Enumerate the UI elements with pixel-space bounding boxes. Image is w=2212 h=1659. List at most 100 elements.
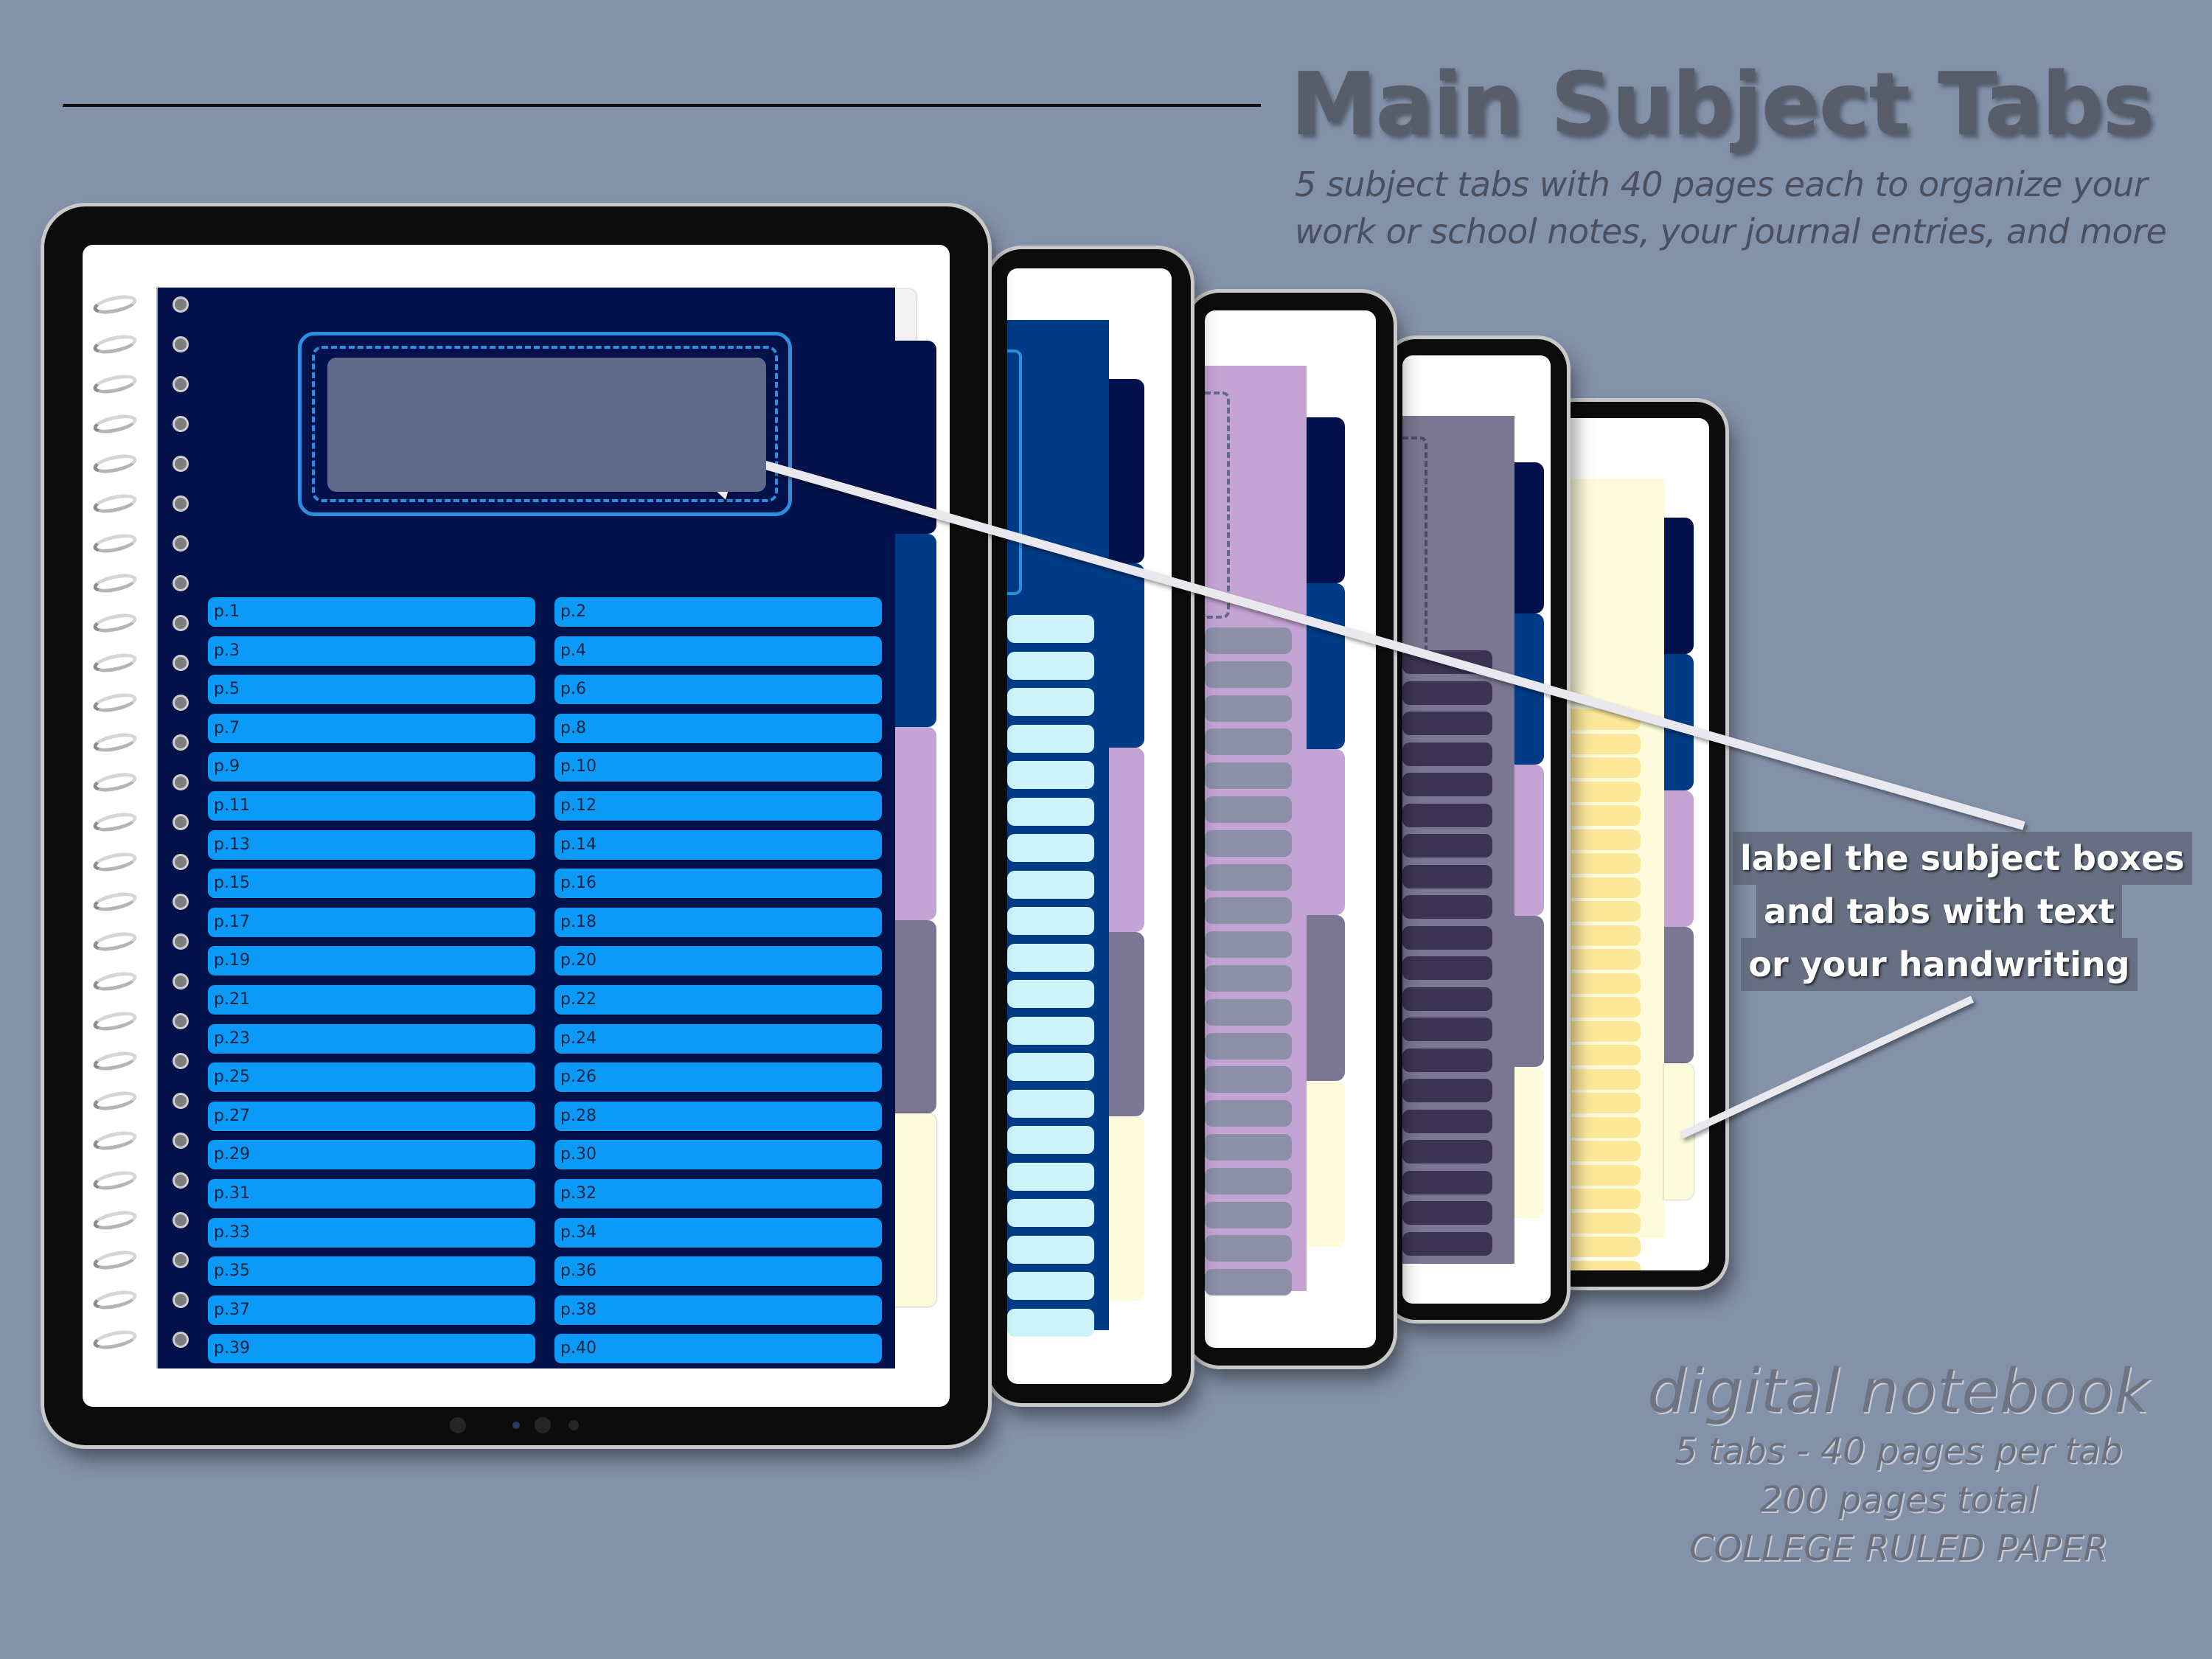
tab-3[interactable] [1664,790,1694,927]
tab-1[interactable] [894,341,936,534]
page-link-button[interactable]: p.19 [208,946,535,976]
page-link-button[interactable] [1402,681,1492,705]
page-link-button[interactable] [1007,724,1094,753]
page-link-button[interactable] [1205,931,1292,959]
page-link-button[interactable] [1205,762,1292,790]
page-link-button[interactable]: p.37 [208,1295,535,1325]
page-link-button[interactable]: p.24 [554,1023,882,1054]
page-link-button[interactable] [1007,980,1094,1008]
page-link-button[interactable] [1561,925,1641,946]
page-link-button[interactable] [1561,1260,1641,1270]
page-link-button[interactable]: p.12 [554,791,882,821]
page-link-button[interactable]: p.38 [554,1295,882,1325]
page-link-button[interactable] [1561,973,1641,994]
page-link-button[interactable] [1561,877,1641,898]
page-link-button[interactable] [1205,695,1292,722]
page-link-button[interactable]: p.27 [208,1101,535,1131]
page-link-button[interactable] [1205,1066,1292,1093]
tab-4[interactable] [894,920,936,1113]
tab-1[interactable] [1307,417,1345,583]
page-link-button[interactable] [1402,1170,1492,1194]
page-link-button[interactable] [1007,1126,1094,1154]
page-link-button[interactable] [1007,688,1094,716]
page-link-button[interactable] [1561,1020,1641,1042]
page-link-button[interactable] [1007,1089,1094,1118]
page-link-button[interactable] [1402,834,1492,858]
page-link-button[interactable]: p.6 [554,675,882,705]
page-link-button[interactable] [1561,997,1641,1018]
page-link-button[interactable] [1007,651,1094,680]
page-link-button[interactable] [1402,895,1492,919]
page-link-button[interactable]: p.29 [208,1140,535,1170]
page-link-button[interactable] [1402,1201,1492,1225]
page-link-button[interactable] [1561,1189,1641,1209]
tab-5[interactable] [1664,1063,1694,1200]
page-link-button[interactable] [1402,742,1492,766]
page-link-button[interactable]: p.2 [554,597,882,627]
page-link-button[interactable] [1205,965,1292,992]
page-link-button[interactable]: p.4 [554,636,882,666]
page-link-button[interactable] [1561,949,1641,970]
tab-5[interactable] [1514,1067,1544,1218]
page-link-button[interactable] [1402,1079,1492,1102]
page-link-button[interactable] [1205,661,1292,688]
page-link-button[interactable] [1561,757,1641,778]
tab-4[interactable] [1514,916,1544,1067]
tab-1[interactable] [1514,462,1544,613]
page-link-button[interactable] [1205,897,1292,925]
tab-4[interactable] [1307,915,1345,1081]
page-link-button[interactable] [1205,863,1292,891]
page-link-button[interactable] [1402,925,1492,950]
page-link-button[interactable] [1007,615,1094,643]
page-link-button[interactable] [1402,1048,1492,1072]
page-link-button[interactable] [1402,1109,1492,1133]
page-link-button[interactable]: p.7 [208,713,535,743]
page-link-button[interactable]: p.3 [208,636,535,666]
page-link-button[interactable] [1205,1167,1292,1194]
page-link-button[interactable] [1205,728,1292,756]
subject-label-box[interactable] [298,332,792,516]
page-link-button[interactable]: p.5 [208,675,535,705]
page-link-button[interactable] [1205,627,1292,654]
page-link-button[interactable]: p.36 [554,1256,882,1287]
page-link-button[interactable] [1007,1053,1094,1081]
tab-3[interactable] [1109,748,1144,932]
page-link-button[interactable]: p.39 [208,1334,535,1364]
tab-3[interactable] [894,727,936,920]
tab-2[interactable] [1664,654,1694,790]
tab-5[interactable] [894,1113,936,1307]
tab-4[interactable] [1109,932,1144,1116]
page-link-button[interactable] [1007,1162,1094,1191]
page-link-button[interactable]: p.1 [208,597,535,627]
page-link-button[interactable] [1205,1269,1292,1296]
page-link-button[interactable]: p.40 [554,1334,882,1364]
page-link-button[interactable]: p.15 [208,869,535,899]
page-link-button[interactable] [1007,1272,1094,1300]
page-link-button[interactable] [1007,761,1094,789]
page-link-button[interactable]: p.30 [554,1140,882,1170]
page-link-button[interactable] [1007,834,1094,862]
page-link-button[interactable] [1561,733,1641,754]
page-link-button[interactable]: p.13 [208,830,535,860]
page-link-button[interactable] [1402,1140,1492,1164]
page-link-button[interactable] [1561,1237,1641,1257]
page-link-button[interactable] [1007,907,1094,935]
tab-2[interactable] [894,534,936,727]
page-link-button[interactable] [1205,796,1292,823]
page-link-button[interactable] [1402,1018,1492,1041]
tab-4[interactable] [1664,927,1694,1063]
page-link-button[interactable] [1561,853,1641,874]
page-link-button[interactable]: p.26 [554,1062,882,1093]
tab-5[interactable] [1109,1116,1144,1301]
tab-2[interactable] [1514,613,1544,765]
page-link-button[interactable] [1561,709,1641,730]
tab-3[interactable] [1307,749,1345,915]
page-link-button[interactable]: p.16 [554,869,882,899]
page-link-button[interactable] [1205,1134,1292,1161]
page-link-button[interactable]: p.33 [208,1217,535,1248]
page-link-button[interactable]: p.35 [208,1256,535,1287]
page-link-button[interactable] [1561,1093,1641,1113]
page-link-button[interactable]: p.23 [208,1023,535,1054]
page-link-button[interactable]: p.34 [554,1217,882,1248]
page-link-button[interactable]: p.17 [208,907,535,937]
